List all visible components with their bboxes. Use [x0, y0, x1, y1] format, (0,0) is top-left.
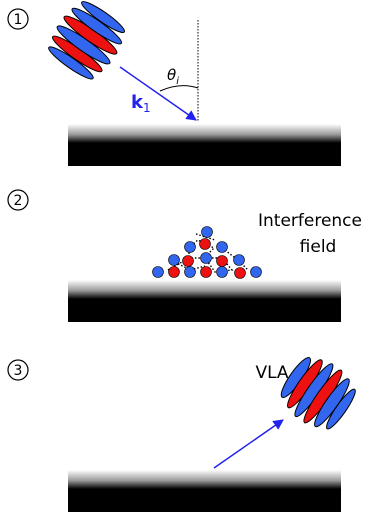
vla-label: VLA [255, 363, 288, 383]
angle-label: θi [167, 66, 179, 87]
substrate-1 [68, 124, 341, 166]
step-badge-1: 1 [7, 8, 29, 30]
pulse-lobe [326, 388, 356, 430]
interference-label-line1: Interference [258, 211, 362, 231]
field-dot-red [199, 238, 211, 250]
field-dot-red [234, 267, 246, 279]
field-dot-blue [184, 266, 196, 278]
step-badge-2: 2 [7, 189, 29, 211]
panel-1: 1 θi k1 [7, 1, 341, 166]
substrate-2 [68, 280, 341, 322]
field-dot-red [182, 255, 194, 267]
field-dot-blue [250, 266, 262, 278]
panel-3: 3 VLA [7, 357, 356, 512]
emission-arrow [213, 419, 284, 469]
substrate-3 [68, 470, 341, 512]
panel-2: 2 Interference field [7, 189, 362, 322]
field-dot-blue [233, 254, 245, 266]
field-dot-blue [184, 241, 196, 253]
step-number-3: 3 [14, 363, 23, 379]
field-dot-red [200, 266, 212, 278]
field-dot-red [168, 266, 180, 278]
wave-vector-label: k1 [131, 92, 151, 115]
field-dot-blue [201, 226, 213, 238]
field-dot-blue [200, 252, 212, 264]
field-dot-blue [168, 254, 180, 266]
step-badge-3: 3 [7, 359, 29, 381]
emitted-pulse [280, 357, 356, 430]
field-dot-blue [216, 266, 228, 278]
incident-pulse [48, 1, 126, 80]
field-dot-blue [152, 266, 164, 278]
angle-arc [159, 85, 199, 92]
field-dot-red [216, 255, 228, 267]
interference-field [152, 226, 262, 279]
interference-label-line2: field [300, 237, 337, 257]
step-number-2: 2 [14, 193, 23, 209]
pulse-lobe [81, 1, 126, 34]
field-dot-blue [216, 241, 228, 253]
step-number-1: 1 [14, 12, 23, 28]
wave-vector-arrow [119, 66, 197, 121]
